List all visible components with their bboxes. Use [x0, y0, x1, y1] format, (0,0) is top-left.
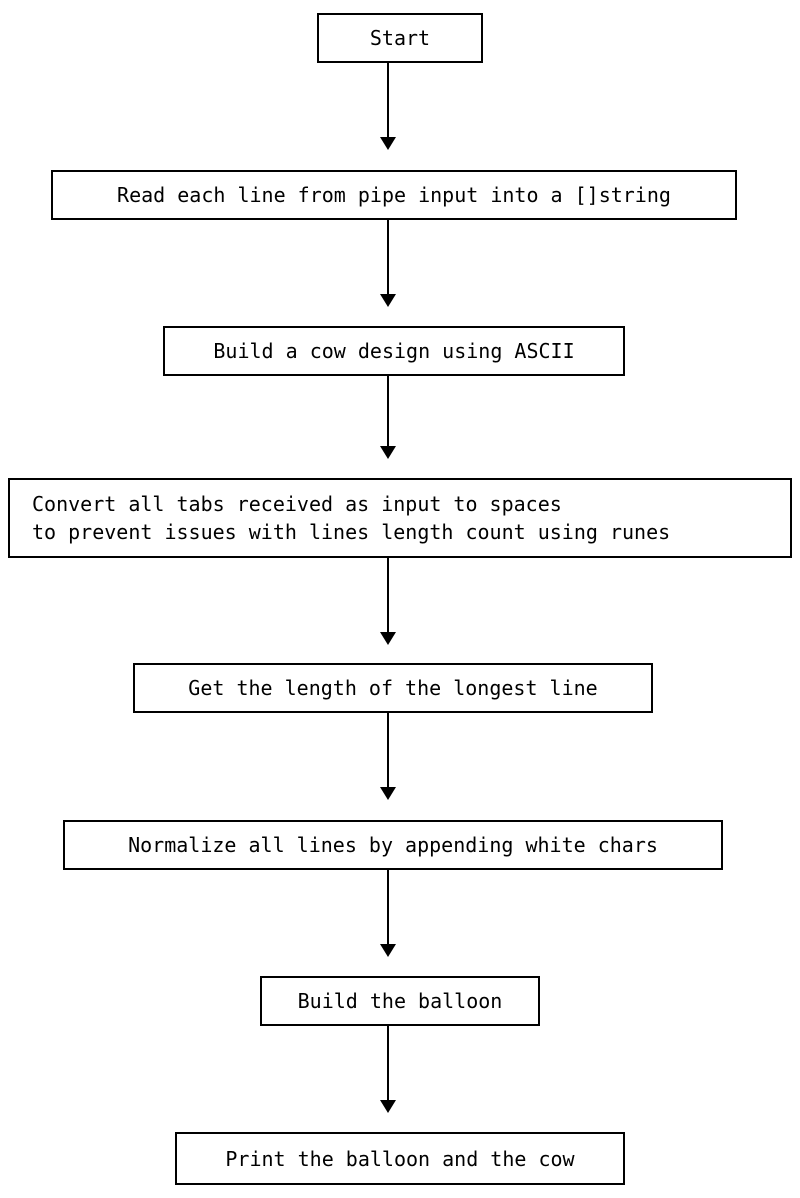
node-convert-tabs-label: Convert all tabs received as input to sp…: [32, 492, 671, 544]
node-build-cow[interactable]: Build a cow design using ASCII: [163, 326, 625, 376]
arrow-stem: [387, 713, 389, 787]
node-start-label: Start: [369, 26, 431, 50]
arrow-stem: [387, 220, 389, 294]
node-print-output-label: Print the balloon and the cow: [225, 1146, 575, 1171]
node-read-lines-label: Read each line from pipe input into a []…: [117, 183, 671, 207]
arrow-stem: [387, 870, 389, 944]
arrowhead-down-icon: [380, 787, 396, 800]
arrowhead-down-icon: [380, 944, 396, 957]
arrowhead-down-icon: [380, 137, 396, 150]
arrow-longest-line-to-normalize-lines: [376, 713, 400, 800]
arrow-stem: [387, 376, 389, 446]
arrow-stem: [387, 1026, 389, 1100]
node-read-lines[interactable]: Read each line from pipe input into a []…: [51, 170, 737, 220]
arrow-convert-tabs-to-longest-line: [376, 558, 400, 645]
arrow-stem: [387, 63, 389, 137]
arrow-build-cow-to-convert-tabs: [376, 376, 400, 459]
node-build-balloon-label: Build the balloon: [297, 989, 503, 1013]
node-normalize-lines[interactable]: Normalize all lines by appending white c…: [63, 820, 723, 870]
node-build-balloon[interactable]: Build the balloon: [260, 976, 540, 1026]
node-convert-tabs[interactable]: Convert all tabs received as input to sp…: [8, 478, 792, 558]
arrowhead-down-icon: [380, 632, 396, 645]
arrowhead-down-icon: [380, 1100, 396, 1113]
arrow-start-to-read-lines: [376, 63, 400, 150]
node-normalize-lines-label: Normalize all lines by appending white c…: [128, 833, 658, 857]
arrow-normalize-lines-to-build-balloon: [376, 870, 400, 957]
arrowhead-down-icon: [380, 294, 396, 307]
node-build-cow-label: Build a cow design using ASCII: [213, 339, 575, 363]
arrowhead-down-icon: [380, 446, 396, 459]
node-longest-line-label: Get the length of the longest line: [188, 676, 598, 700]
arrow-stem: [387, 558, 389, 632]
node-longest-line[interactable]: Get the length of the longest line: [133, 663, 653, 713]
arrow-read-lines-to-build-cow: [376, 220, 400, 307]
node-print-output[interactable]: Print the balloon and the cow: [175, 1132, 625, 1185]
arrow-build-balloon-to-print-output: [376, 1026, 400, 1113]
node-start[interactable]: Start: [317, 13, 483, 63]
